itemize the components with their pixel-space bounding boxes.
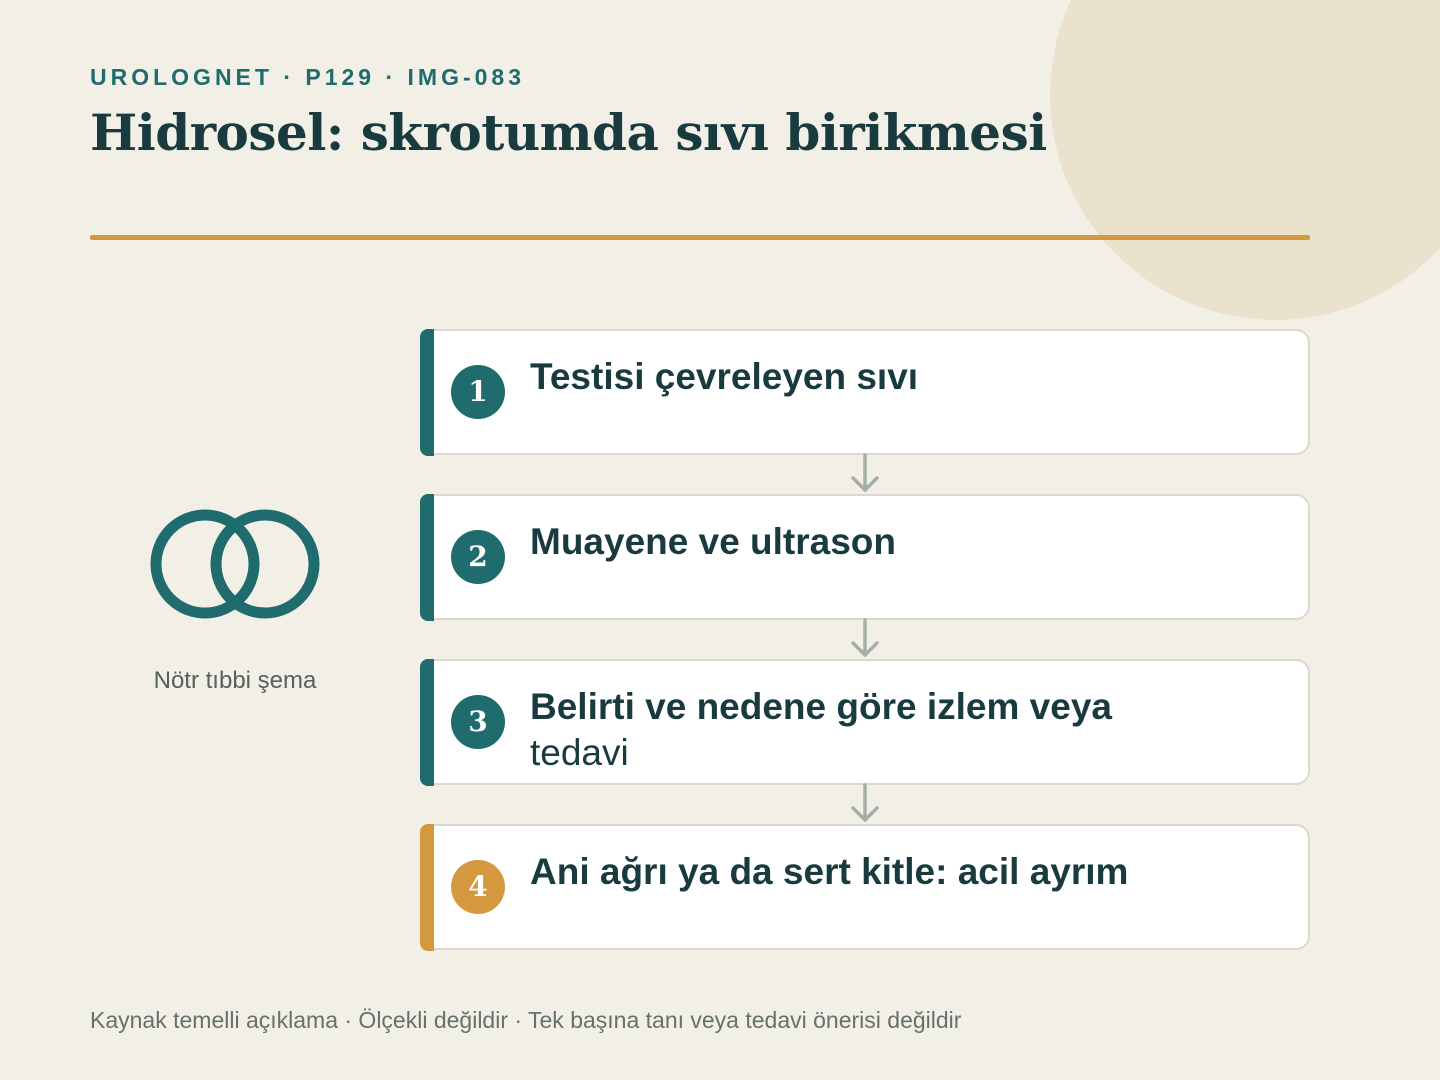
step-accent-bar — [419, 823, 434, 951]
illustration-caption: Nötr tıbbi şema — [153, 667, 317, 694]
step-text: Belirti ve nedene göre izlem veya tedavi — [530, 684, 1180, 776]
step-title: Ani ağrı ya da sert kitle: acil ayrım — [530, 851, 1129, 892]
step-accent-bar — [419, 658, 434, 786]
step-card-1: 1 Testisi çevreleyen sıvı — [419, 328, 1310, 456]
step-card-4: 4 Ani ağrı ya da sert kitle: acil ayrım — [419, 823, 1310, 951]
arrow-down-icon — [851, 453, 879, 492]
eyebrow-label: UROLOGNET · P129 · IMG-083 — [90, 64, 526, 90]
step-text: Ani ağrı ya da sert kitle: acil ayrım — [530, 849, 1180, 895]
step-title-continued: tedavi — [530, 732, 629, 773]
step-number-badge: 2 — [451, 530, 505, 584]
arrow-down-icon — [851, 783, 879, 822]
step-accent-bar — [419, 493, 434, 621]
footer-disclaimer: Kaynak temelli açıklama · Ölçekli değild… — [90, 1007, 962, 1033]
arrow-down-icon — [851, 618, 879, 657]
decorative-circle — [1050, 0, 1440, 320]
step-title: Testisi çevreleyen sıvı — [530, 356, 919, 397]
step-title: Muayene ve ultrason — [530, 521, 897, 562]
step-text: Muayene ve ultrason — [530, 519, 1180, 565]
step-card-2: 2 Muayene ve ultrason — [419, 493, 1310, 621]
step-accent-bar — [419, 328, 434, 456]
step-title: Belirti ve nedene göre izlem veya — [530, 686, 1112, 727]
step-number-badge: 4 — [451, 860, 505, 914]
step-text: Testisi çevreleyen sıvı — [530, 354, 1180, 400]
step-number-badge: 1 — [451, 365, 505, 419]
overlapping-rings-icon — [150, 509, 320, 619]
step-number-badge: 3 — [451, 695, 505, 749]
page-title: Hidrosel: skrotumda sıvı birikmesi — [90, 103, 1047, 162]
step-card-3: 3 Belirti ve nedene göre izlem veya tedav… — [419, 658, 1310, 786]
title-divider — [90, 235, 1310, 240]
